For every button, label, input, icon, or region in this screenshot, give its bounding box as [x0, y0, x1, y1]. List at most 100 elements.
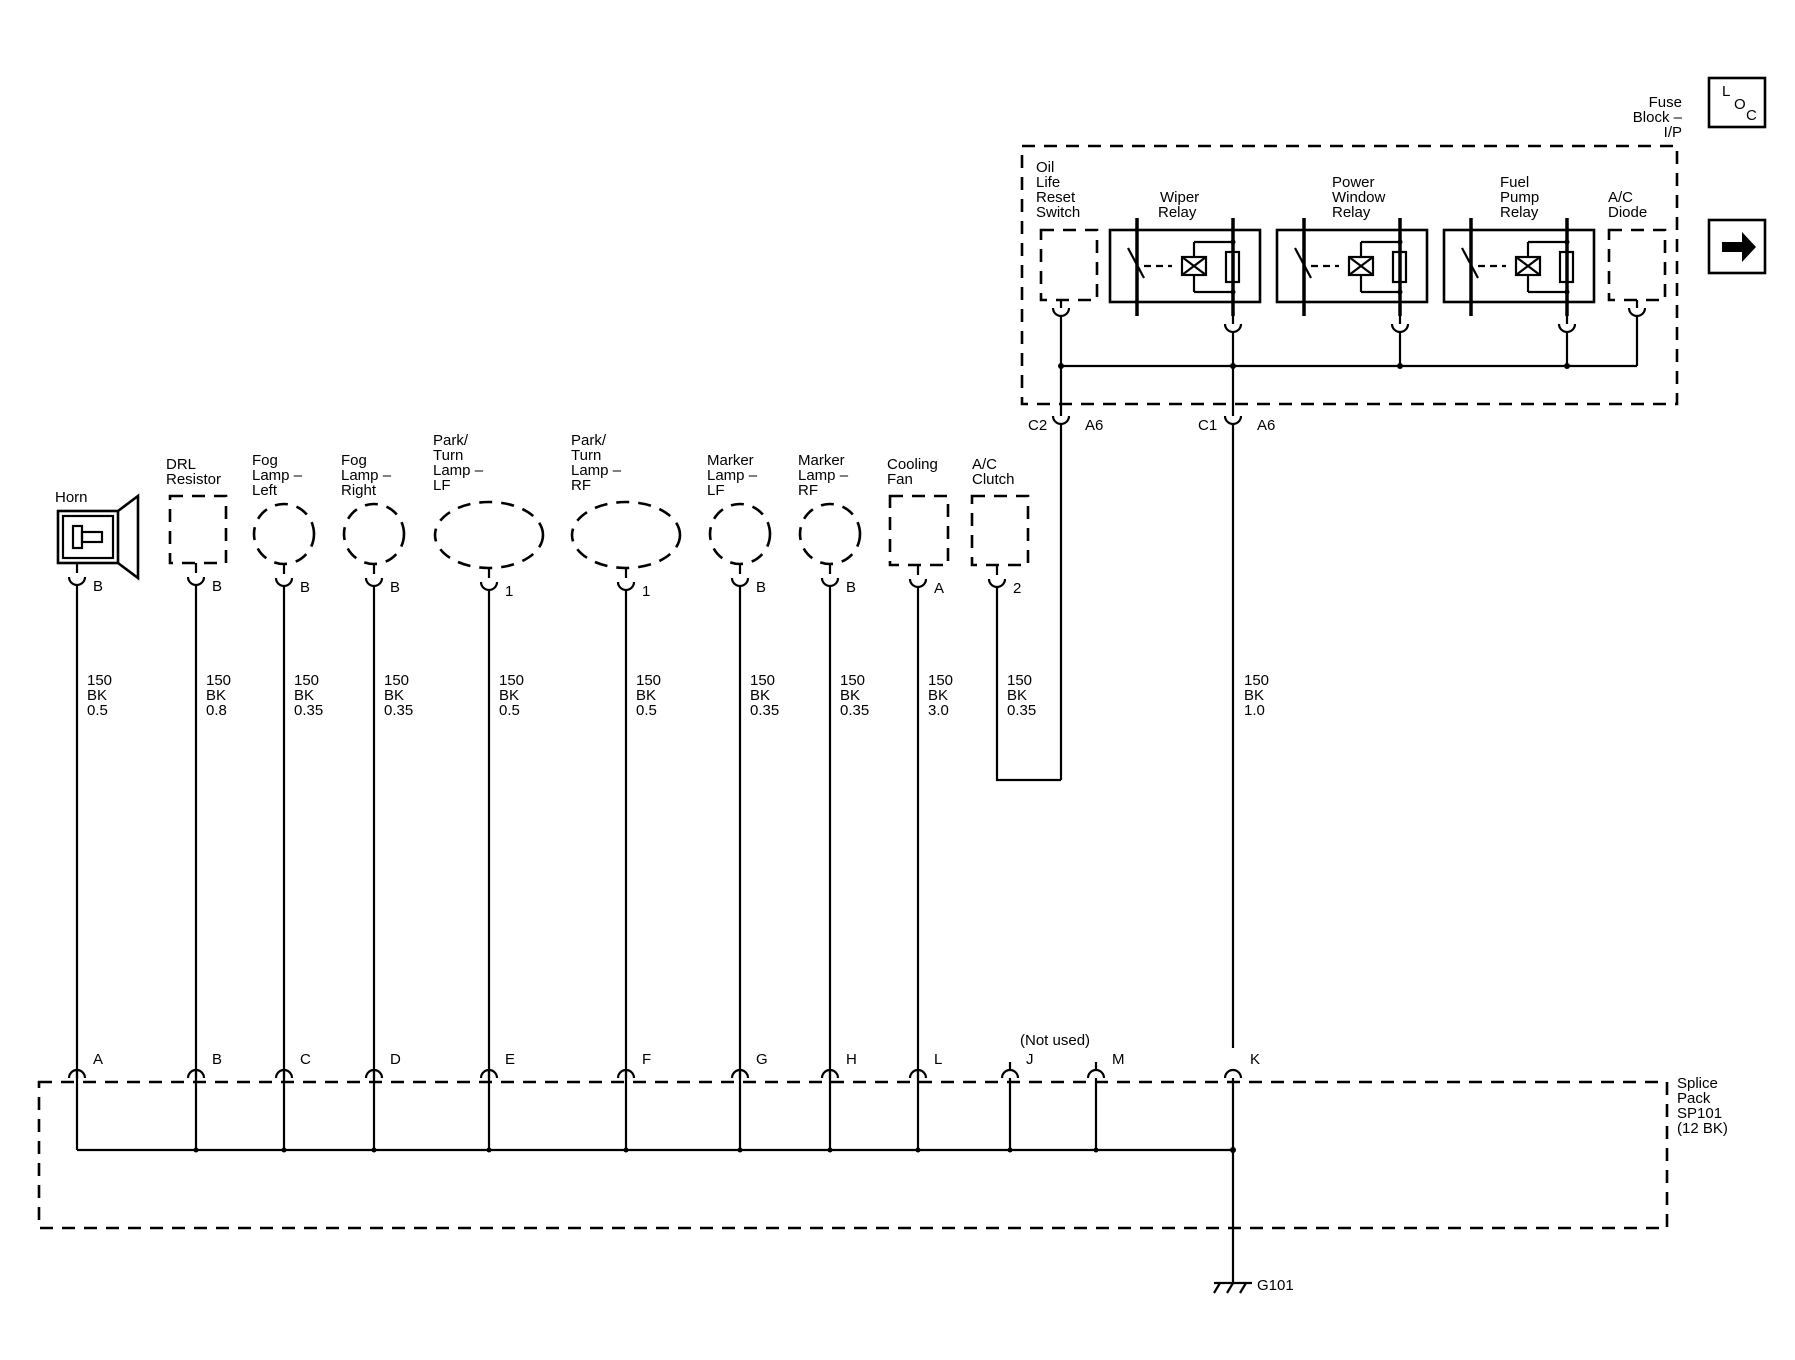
svg-text:Splice: Splice [1677, 1075, 1718, 1092]
pin-fan: A [934, 580, 944, 597]
svg-text:Cooling: Cooling [887, 456, 938, 473]
fuse-block-ground-bus [1051, 300, 1647, 404]
pin-parklf: 1 [505, 583, 513, 600]
splice-pin-k: K [1223, 1051, 1260, 1150]
svg-text:Marker: Marker [798, 452, 845, 469]
svg-text:SP101: SP101 [1677, 1105, 1722, 1122]
svg-text:Park/: Park/ [571, 432, 607, 449]
svg-text:Clutch: Clutch [972, 471, 1015, 488]
splice-pin-fogl: C [300, 1051, 311, 1068]
circuit-label-horn: BK [87, 687, 107, 704]
svg-text:Relay: Relay [1332, 204, 1371, 221]
circuit-label-acclutch: 0.35 [1007, 702, 1036, 719]
splice-pin-marklf: G [756, 1051, 768, 1068]
connector-c2-a6: C2 A6 [1028, 404, 1103, 780]
circuit-label-fogl: 0.35 [294, 702, 323, 719]
splice-pin-j: J [1000, 1051, 1034, 1153]
svg-text:Oil: Oil [1036, 159, 1054, 176]
svg-text:Fan: Fan [887, 471, 913, 488]
splice-pin-drl: B [212, 1051, 222, 1068]
fuse-block-label: Fuse Block – I/P [1633, 94, 1683, 141]
svg-text:Fuse: Fuse [1649, 94, 1682, 111]
svg-text:Relay: Relay [1158, 204, 1197, 221]
svg-text:Resistor: Resistor [166, 471, 221, 488]
circuit-label-marklf: 0.35 [750, 702, 779, 719]
svg-text:Diode: Diode [1608, 204, 1647, 221]
fuse-block-circuit-label: 150 BK 1.0 [1244, 672, 1269, 719]
circuit-label-drl: 0.8 [206, 702, 227, 719]
svg-text:BK: BK [1244, 687, 1264, 704]
park-turn-lamp-lf-label: Park/ Turn Lamp – LF [433, 432, 484, 494]
connector-c1-a6: C1 A6 [1198, 404, 1275, 1048]
circuit-label-drl: 150 [206, 672, 231, 689]
circuit-label-horn: 150 [87, 672, 112, 689]
circuit-label-parkrf: 150 [636, 672, 661, 689]
svg-text:K: K [1250, 1051, 1260, 1068]
pin-acclutch: 2 [1013, 580, 1021, 597]
splice-pin-fan: L [934, 1051, 942, 1068]
loc-icon[interactable]: L O C [1707, 76, 1767, 129]
svg-text:Life: Life [1036, 174, 1060, 191]
splice-pin-fogr: D [390, 1051, 401, 1068]
power-window-relay-label: Power Window Relay [1332, 174, 1386, 221]
svg-text:Lamp –: Lamp – [252, 467, 303, 484]
pin-markrf: B [846, 579, 856, 596]
svg-text:Left: Left [252, 482, 278, 499]
splice-pin-markrf: H [846, 1051, 857, 1068]
svg-text:Lamp –: Lamp – [433, 462, 484, 479]
arrow-right-icon[interactable] [1707, 218, 1767, 275]
oil-life-reset-switch [1039, 228, 1099, 302]
svg-text:Lamp –: Lamp – [341, 467, 392, 484]
svg-text:C: C [1746, 107, 1757, 124]
svg-text:LF: LF [707, 482, 725, 499]
circuit-label-parkrf: 0.5 [636, 702, 657, 719]
cooling-fan [888, 494, 950, 567]
svg-text:Relay: Relay [1500, 204, 1539, 221]
splice-pin-parkrf: F [642, 1051, 651, 1068]
cooling-fan-label: Cooling Fan [887, 456, 938, 488]
svg-text:Park/: Park/ [433, 432, 469, 449]
not-used-label: (Not used) [1020, 1032, 1090, 1049]
svg-text:Fog: Fog [341, 452, 367, 469]
fog-lamp-left [252, 502, 316, 566]
oil-life-reset-switch-label: Oil Life Reset Switch [1036, 159, 1080, 221]
pin-marklf: B [756, 579, 766, 596]
svg-text:Fuel: Fuel [1500, 174, 1529, 191]
svg-text:C1: C1 [1198, 417, 1217, 434]
circuit-label-fogl: BK [294, 687, 314, 704]
svg-text:A6: A6 [1257, 417, 1275, 434]
marker-lamp-lf [708, 502, 772, 566]
circuit-label-markrf: BK [840, 687, 860, 704]
circuit-label-fogr: 0.35 [384, 702, 413, 719]
splice-pin-m: M [1086, 1051, 1125, 1153]
circuit-label-horn: 0.5 [87, 702, 108, 719]
circuit-label-fan: 3.0 [928, 702, 949, 719]
fuel-pump-relay-label: Fuel Pump Relay [1500, 174, 1539, 221]
svg-text:RF: RF [798, 482, 818, 499]
circuit-label-parklf: 150 [499, 672, 524, 689]
splice-pack-outline [37, 1080, 1669, 1230]
svg-text:A/C: A/C [972, 456, 997, 473]
pin-parkrf: 1 [642, 583, 650, 600]
svg-text:Fog: Fog [252, 452, 278, 469]
circuit-label-fogr: BK [384, 687, 404, 704]
svg-text:A/C: A/C [1608, 189, 1633, 206]
svg-text:Reset: Reset [1036, 189, 1076, 206]
splice-pin-parklf: E [505, 1051, 515, 1068]
svg-text:150: 150 [1244, 672, 1269, 689]
park-turn-lamp-rf [570, 500, 682, 570]
circuit-label-parklf: 0.5 [499, 702, 520, 719]
pin-drl: B [212, 578, 222, 595]
circuit-label-acclutch: 150 [1007, 672, 1032, 689]
horn [56, 493, 140, 581]
pin-fogr: B [390, 579, 400, 596]
circuit-label-acclutch: BK [1007, 687, 1027, 704]
